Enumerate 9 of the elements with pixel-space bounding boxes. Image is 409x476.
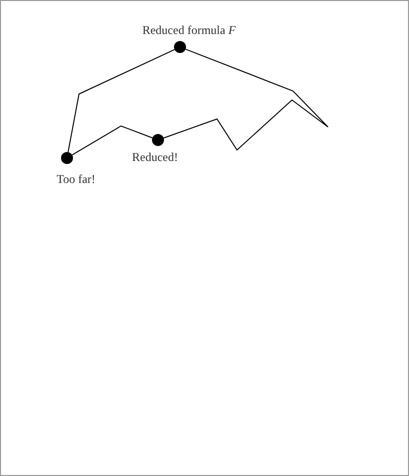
line-segment (72, 125, 153, 156)
line-segment (68, 49, 176, 153)
point-label: Reduced! (132, 150, 178, 164)
point-dot (152, 134, 164, 146)
point-dot (174, 41, 186, 53)
point-label: Reduced formula F (142, 23, 236, 37)
point-label: Too far! (56, 172, 96, 186)
line-segment (163, 48, 328, 151)
point-dot (61, 152, 73, 164)
